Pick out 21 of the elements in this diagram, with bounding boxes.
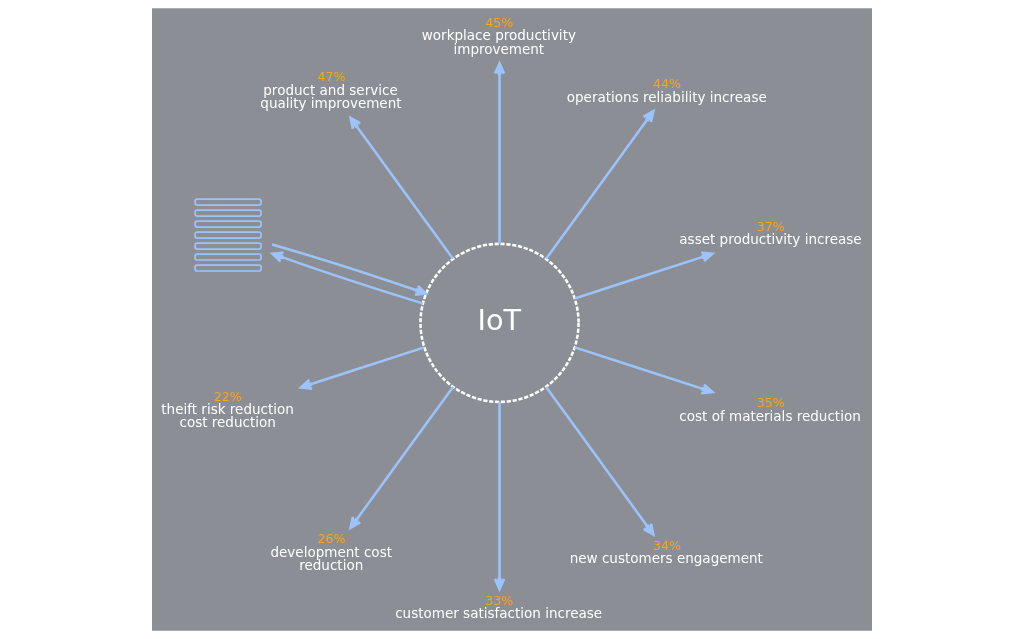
arrow bbox=[493, 62, 506, 244]
node-text: 34% new customers engagement bbox=[569, 538, 763, 567]
arrow bbox=[271, 251, 424, 305]
arrow bbox=[271, 243, 428, 296]
arrow bbox=[493, 402, 506, 591]
arrow bbox=[349, 386, 455, 530]
node-text: 45% workplace productivity improvement bbox=[421, 14, 576, 57]
node-text: 44% operations reliability increase bbox=[566, 76, 767, 105]
node-text: 26% development cost reduction bbox=[270, 531, 392, 574]
arrow bbox=[299, 346, 425, 390]
node-text: 33% customer satisfaction increase bbox=[395, 592, 603, 621]
node-circle: IoT bbox=[419, 242, 580, 404]
node-text: 35% cost of materials reduction bbox=[679, 395, 861, 424]
arrow bbox=[349, 116, 455, 260]
node-text: 47% product and service quality improvement bbox=[260, 69, 402, 112]
node-text: 37% asset productivity increase bbox=[679, 218, 862, 248]
node-text: 22% theift risk reduction cost reduction bbox=[161, 388, 294, 431]
arrow bbox=[545, 109, 655, 260]
arrow bbox=[574, 251, 714, 300]
arrow bbox=[574, 346, 714, 395]
arrow bbox=[545, 386, 655, 536]
